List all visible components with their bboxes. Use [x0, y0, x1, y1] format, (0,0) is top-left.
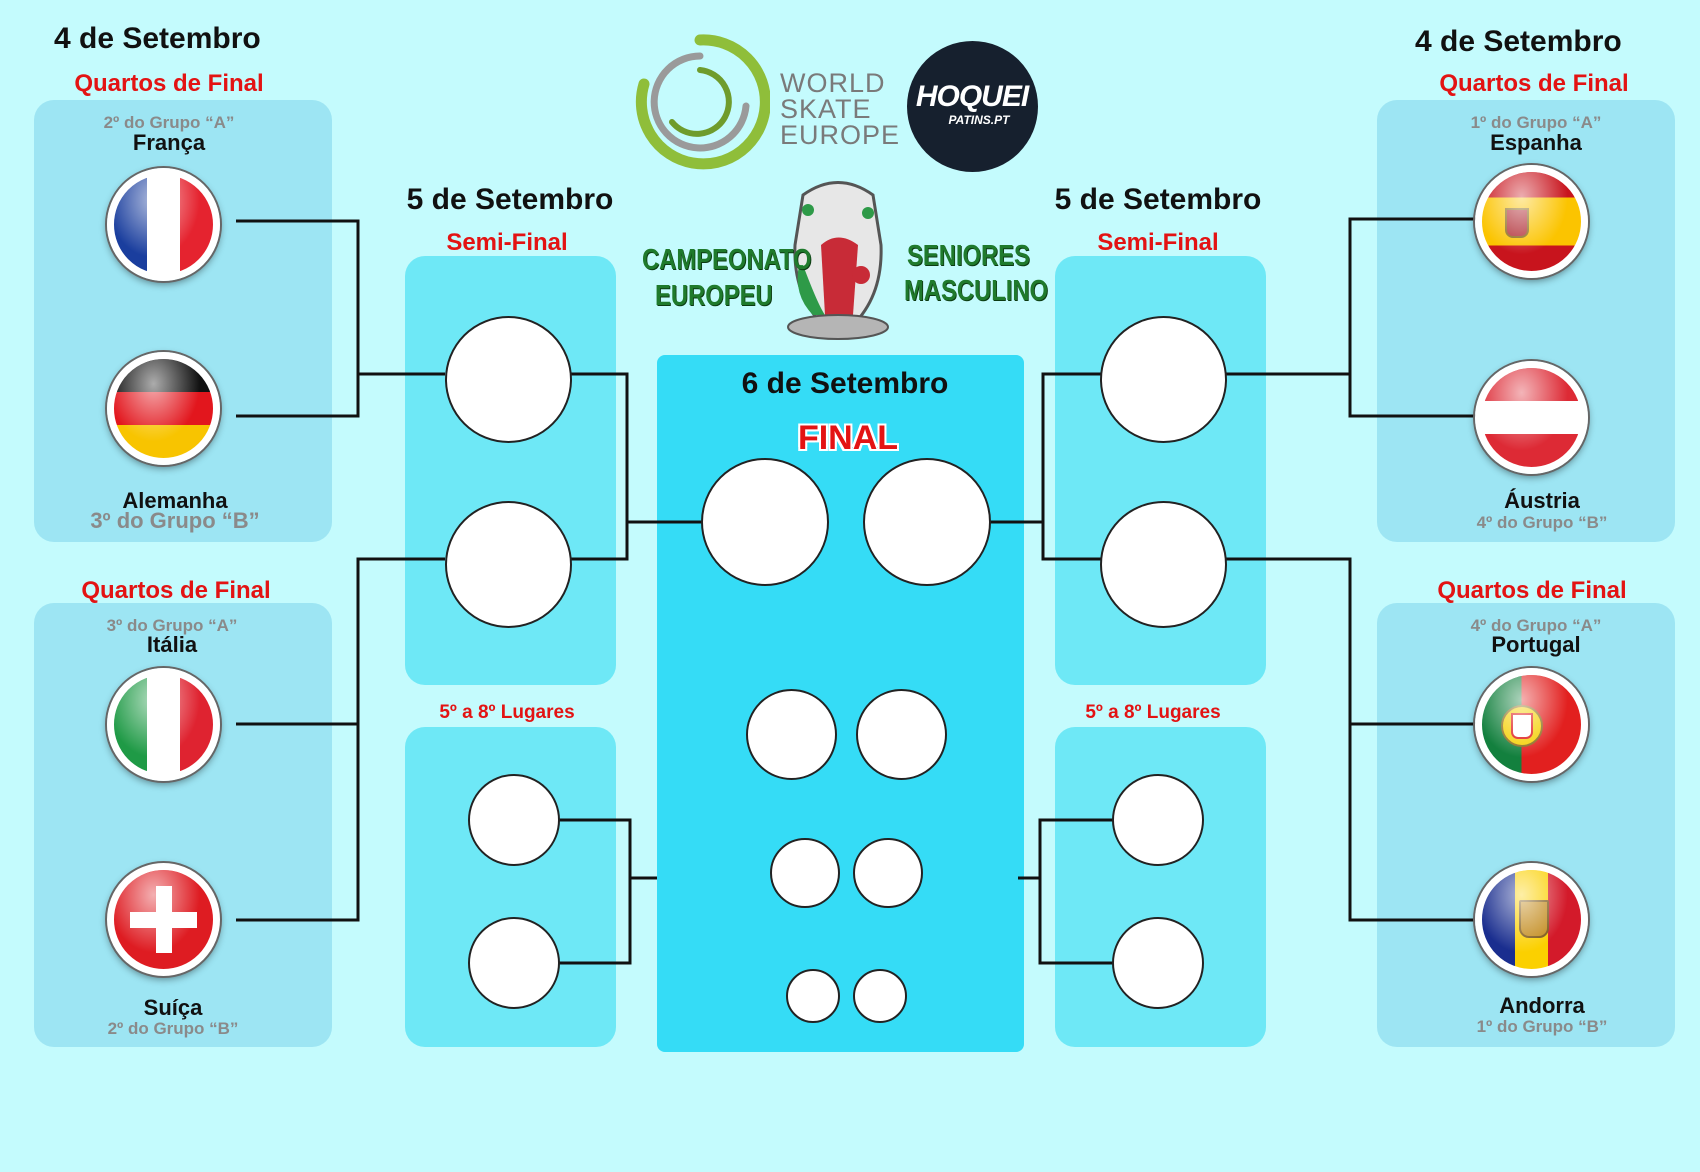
right-sf1-slot[interactable]	[1100, 316, 1227, 443]
connector-left-sf	[570, 372, 629, 561]
event-title-right-line2: MASCULINO	[904, 275, 1048, 307]
final-slot-right[interactable]	[863, 458, 991, 586]
left-placement-label: 5º a 8º Lugares	[439, 702, 575, 723]
org-name-line2: SKATE	[780, 94, 872, 124]
connector-left-qf-bottom-out	[356, 557, 445, 724]
final-label: FINAL	[797, 419, 899, 457]
trophy-emblem-icon	[787, 181, 889, 340]
flag-spain-icon	[1475, 165, 1588, 278]
right-qf-date: 4 de Setembro	[1415, 25, 1622, 58]
spain-coat-of-arms-icon	[1505, 208, 1529, 238]
right-qf-top-team1: Espanha	[1490, 130, 1582, 155]
flag-germany-icon	[107, 352, 220, 465]
hoqueipatins-logo-icon: HOQUEI PATINS.PT	[907, 41, 1038, 172]
left-qf-date: 4 de Setembro	[54, 22, 261, 55]
flag-france-icon	[107, 168, 220, 281]
left-placement2-slot[interactable]	[468, 917, 560, 1009]
right-qf-top-label: Quartos de Final	[1439, 70, 1629, 97]
left-qf-top-label: Quartos de Final	[74, 70, 264, 97]
right-qf-top-team2-group: 4º do Grupo “B”	[1476, 513, 1608, 532]
right-qf-bottom-label: Quartos de Final	[1437, 577, 1627, 604]
right-qf-top-team1-group: 1º do Grupo “A”	[1470, 113, 1602, 132]
right-qf-bottom-team2: Andorra	[1499, 993, 1585, 1018]
org-name-line1: WORLD	[780, 68, 886, 98]
connector-right-qf-top	[1348, 217, 1476, 418]
left-qf-bottom-team1-group: 3º do Grupo “A”	[106, 616, 238, 635]
event-title-left-line1: CAMPEONATO	[642, 244, 812, 276]
right-qf-bottom-team1-group: 4º do Grupo “A”	[1470, 616, 1602, 635]
event-title-left-line2: EUROPEU	[655, 280, 773, 312]
swiss-cross-icon	[156, 886, 172, 953]
left-sf1-slot[interactable]	[445, 316, 572, 443]
connector-left-placement	[558, 818, 632, 965]
left-qf-bottom-team2-group: 2º do Grupo “B”	[107, 1019, 239, 1038]
partner-name-line2: PATINS.PT	[948, 113, 1010, 127]
seventh-place-slot-left[interactable]	[786, 969, 840, 1023]
third-place-slot-left[interactable]	[746, 689, 837, 780]
flag-austria-icon	[1475, 361, 1588, 474]
event-title-right-line1: SENIORES	[907, 240, 1030, 272]
connector-right-qf-bottom-out	[1226, 557, 1352, 724]
portugal-armillary-sphere-icon	[1501, 705, 1543, 747]
left-sf2-slot[interactable]	[445, 501, 572, 628]
world-skate-europe-logo-icon	[635, 34, 770, 170]
org-name-line3: EUROPE	[780, 120, 901, 150]
left-qf-top-team2-group: 3º do Grupo “B”	[90, 508, 260, 533]
flag-italy-icon	[107, 668, 220, 781]
left-qf-top-team1-group: 2º do Grupo “A”	[103, 113, 235, 132]
left-qf-bottom-team1: Itália	[146, 632, 198, 657]
connector-left-qf-top	[236, 219, 360, 418]
final-slot-left[interactable]	[701, 458, 829, 586]
left-sf-label: Semi-Final	[446, 229, 568, 256]
seventh-place-slot-right[interactable]	[853, 969, 907, 1023]
flag-portugal-icon	[1475, 668, 1588, 781]
flag-switzerland-icon	[107, 863, 220, 976]
left-sf-date: 5 de Setembro	[406, 183, 614, 216]
connector-left-qf-bottom	[236, 722, 360, 922]
left-qf-top-team1: França	[132, 130, 206, 155]
fifth-place-slot-left[interactable]	[770, 838, 840, 908]
right-placement-label: 5º a 8º Lugares	[1085, 702, 1221, 723]
partner-name-line1: HOQUEI	[915, 80, 1029, 113]
right-qf-top-team2: Áustria	[1504, 488, 1580, 513]
left-qf-bottom-label: Quartos de Final	[81, 577, 271, 604]
connector-right-placement	[1038, 818, 1114, 965]
left-qf-bottom-team2: Suíça	[143, 995, 203, 1020]
left-qf-top-team2: Alemanha	[122, 488, 228, 513]
flag-andorra-icon	[1475, 863, 1588, 976]
right-placement1-slot[interactable]	[1112, 774, 1204, 866]
fifth-place-slot-right[interactable]	[853, 838, 923, 908]
connector-right-sf	[1041, 372, 1102, 561]
left-placement1-slot[interactable]	[468, 774, 560, 866]
right-qf-bottom-team2-group: 1º do Grupo “B”	[1476, 1017, 1608, 1036]
right-qf-bottom-team1: Portugal	[1491, 632, 1581, 657]
right-placement2-slot[interactable]	[1112, 917, 1204, 1009]
final-date: 6 de Setembro	[741, 367, 949, 400]
right-sf2-slot[interactable]	[1100, 501, 1227, 628]
andorra-coat-of-arms-icon	[1519, 900, 1549, 938]
connector-right-qf-bottom	[1348, 722, 1476, 922]
right-sf-label: Semi-Final	[1097, 229, 1219, 256]
third-place-slot-right[interactable]	[856, 689, 947, 780]
right-sf-date: 5 de Setembro	[1054, 183, 1262, 216]
